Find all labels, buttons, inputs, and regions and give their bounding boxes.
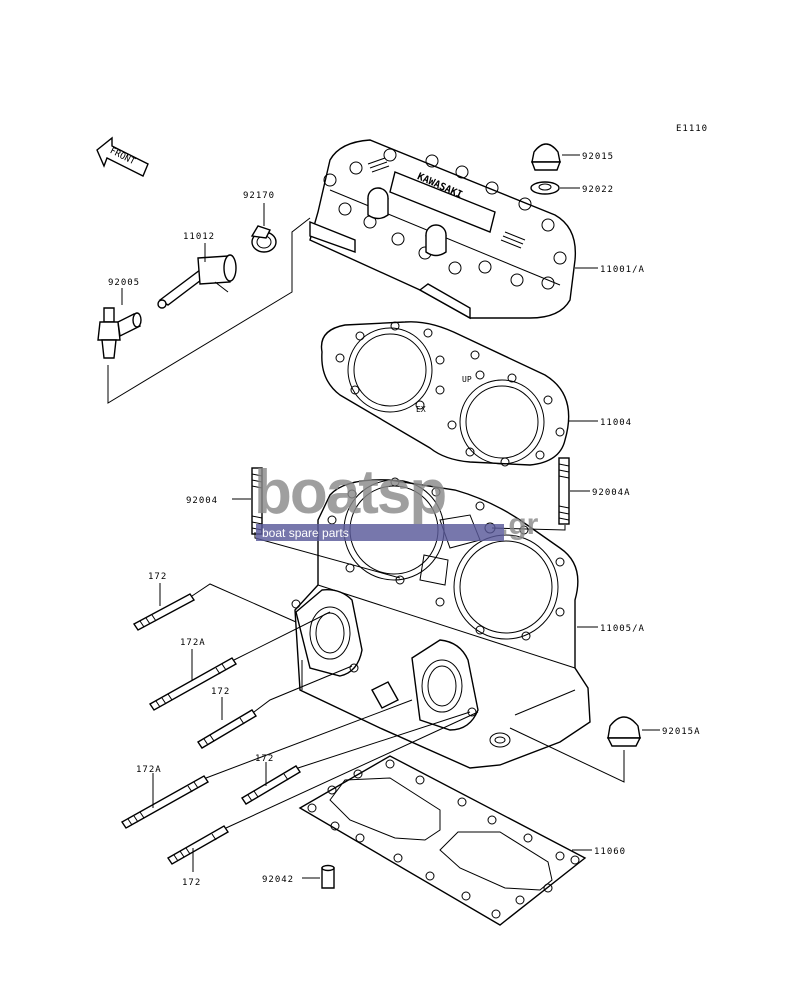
watermark-tag-bar (256, 524, 504, 541)
front-arrow-icon: FRONT (96, 136, 149, 177)
stud-92004a[interactable] (558, 457, 570, 525)
cap-nut-92015a[interactable] (606, 716, 642, 747)
cap-nut-92015[interactable] (530, 143, 562, 171)
stud-172-4[interactable] (167, 825, 229, 865)
watermark-brand: boatsp (254, 458, 445, 527)
label-172a-2: 172A (136, 765, 162, 775)
label-11005a: 11005/A (600, 624, 645, 634)
watermark-logo: boatsp .gr boat spare parts (254, 458, 539, 541)
leader-172-2 (253, 665, 353, 713)
stud-172a-2[interactable] (120, 775, 210, 829)
gasket-ex-mark: EX (416, 405, 426, 414)
base-gasket-11060[interactable] (298, 755, 587, 926)
leader-172-3 (297, 711, 471, 769)
label-92015a: 92015A (662, 727, 701, 737)
nipple-92005[interactable] (97, 307, 142, 359)
leader-172a-1 (233, 611, 331, 661)
leader-172-1 (191, 583, 297, 623)
label-92042: 92042 (262, 875, 294, 885)
head-gasket-11004[interactable]: UP EX (320, 321, 570, 467)
clamp-92170[interactable] (250, 225, 277, 253)
label-92015: 92015 (582, 152, 614, 162)
label-11012: 11012 (183, 232, 215, 242)
cylinder-block-11005a[interactable] (291, 477, 591, 769)
leader-172-4 (225, 711, 479, 829)
label-172-3: 172 (255, 754, 274, 764)
leader-92004a (491, 525, 566, 531)
leader-92005-to-head (107, 217, 311, 404)
leader-92004 (254, 532, 401, 579)
label-172-1: 172 (148, 572, 167, 582)
cylinder-head-cover[interactable]: KAWASAKI (309, 139, 577, 320)
label-92004a: 92004A (592, 488, 631, 498)
label-172-4: 172 (182, 878, 201, 888)
label-92170: 92170 (243, 191, 275, 201)
diagram-code: E1110 (676, 124, 708, 134)
label-11004: 11004 (600, 418, 632, 428)
fitting-11012[interactable] (157, 254, 237, 309)
gasket-up-mark: UP (462, 375, 472, 384)
stud-172-3[interactable] (241, 765, 301, 805)
stud-172-1[interactable] (132, 593, 196, 631)
label-172-2: 172 (211, 687, 230, 697)
leader-92015a (509, 727, 625, 783)
watermark-suffix: .gr (500, 508, 539, 541)
label-11001a: 11001/A (600, 265, 645, 275)
label-92005: 92005 (108, 278, 140, 288)
label-11060: 11060 (594, 847, 626, 857)
watermark-tagline: boat spare parts (262, 526, 349, 540)
leader-172a-2 (205, 699, 413, 779)
dowel-pin-92042[interactable] (321, 864, 335, 889)
stud-172a-1[interactable] (148, 657, 238, 711)
label-92004: 92004 (186, 496, 218, 506)
washer-92022[interactable] (530, 181, 560, 195)
stud-172-2[interactable] (197, 709, 257, 749)
label-92022: 92022 (582, 185, 614, 195)
label-172a-1: 172A (180, 638, 206, 648)
